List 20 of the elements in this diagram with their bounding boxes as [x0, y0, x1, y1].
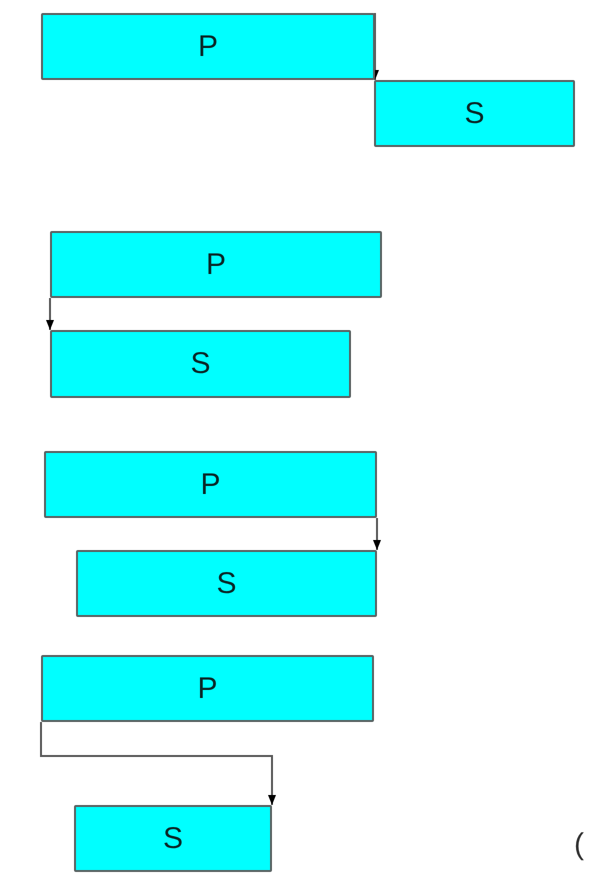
dependency-arrow — [373, 518, 381, 550]
task-bar — [44, 451, 377, 518]
task-label: P — [200, 468, 220, 502]
note-text: ( — [574, 828, 584, 862]
task-label: S — [216, 566, 236, 600]
task-bar — [41, 13, 375, 80]
task-bar — [374, 80, 575, 147]
dependency-arrow — [46, 298, 54, 330]
task-bar — [74, 805, 272, 872]
task-bar — [50, 231, 382, 298]
task-label: S — [464, 96, 484, 130]
task-bar — [50, 330, 351, 398]
task-label: P — [206, 248, 226, 282]
task-label: S — [162, 822, 183, 856]
dependency-arrow — [40, 722, 276, 805]
task-label: P — [198, 30, 218, 64]
task-label: P — [197, 672, 218, 706]
task-bar — [76, 550, 377, 617]
task-bar — [41, 655, 374, 722]
task-label: S — [190, 347, 210, 381]
